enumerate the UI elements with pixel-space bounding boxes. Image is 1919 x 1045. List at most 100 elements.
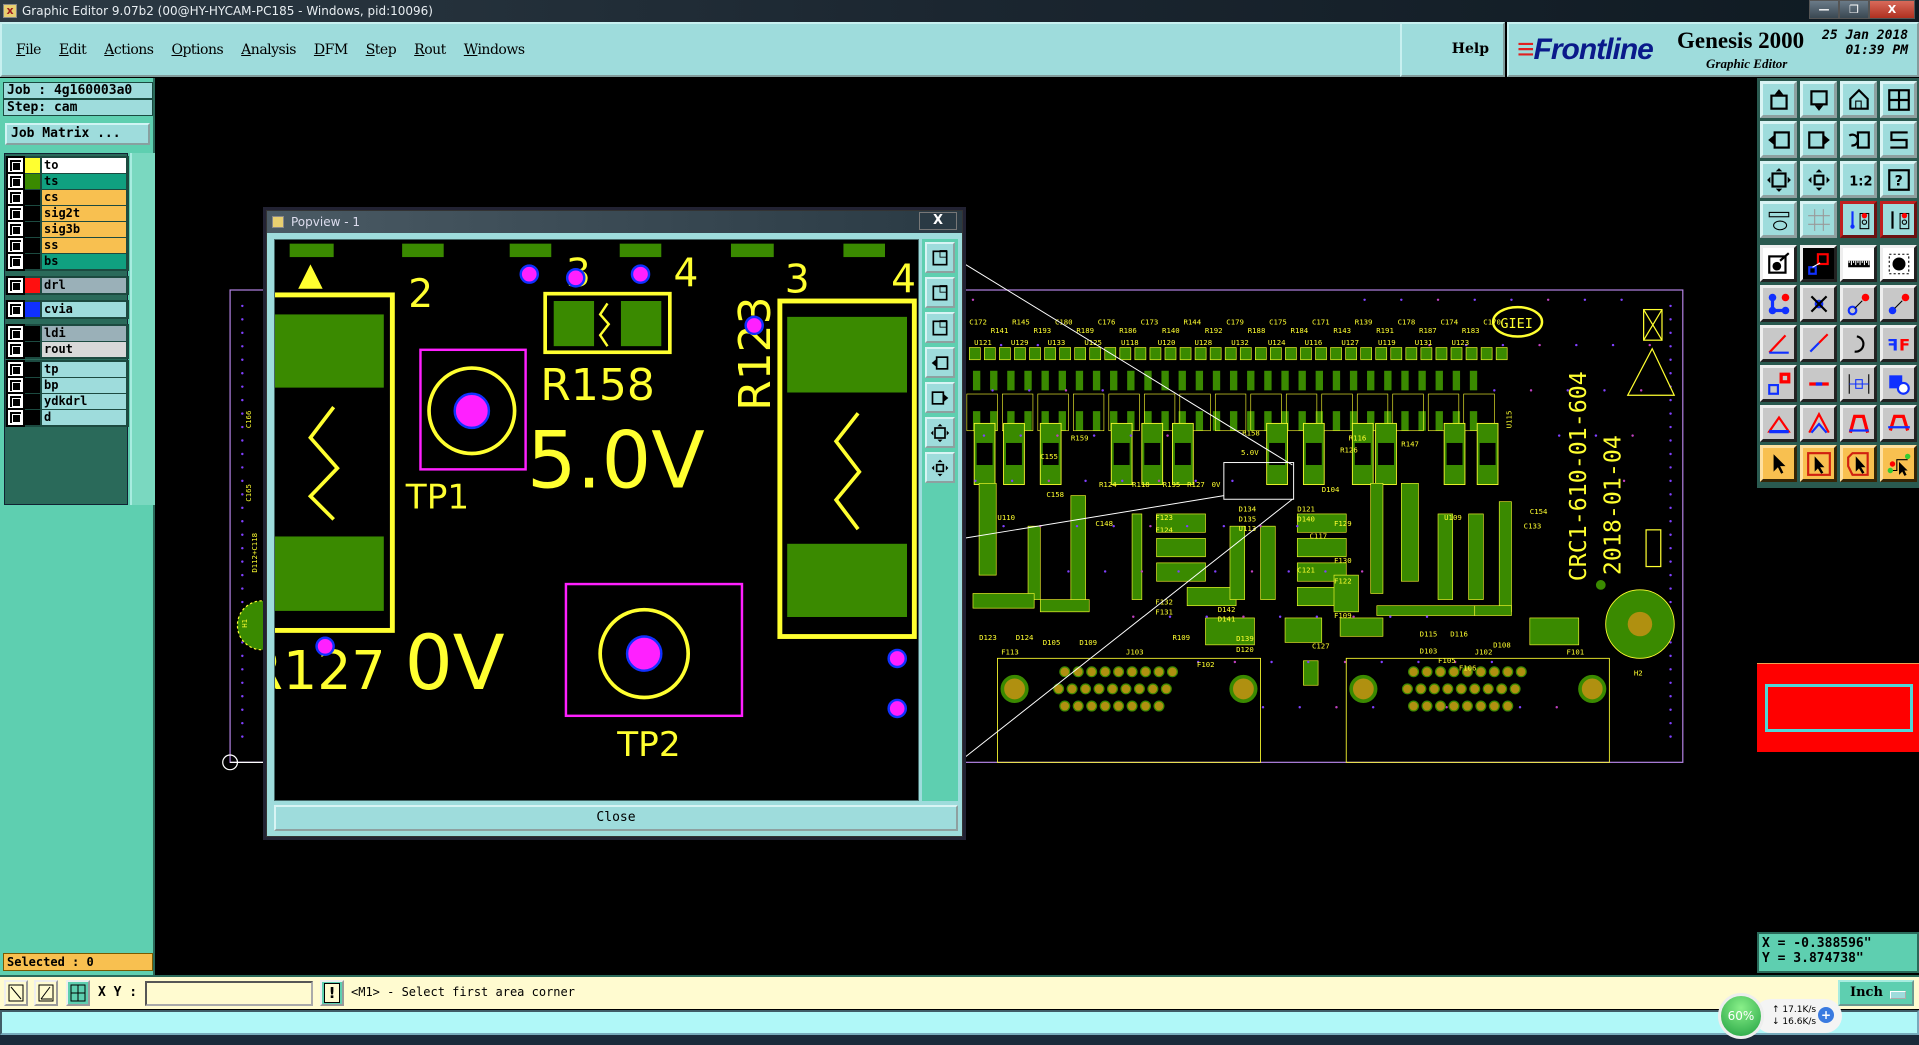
menu-windows[interactable]: Windows [463,41,525,58]
job-matrix-button[interactable]: Job Matrix ... [5,123,150,145]
popview-zoom-fit-button[interactable] [925,417,955,448]
zoom-1-2-button[interactable]: 1:2 [1840,161,1877,198]
open-step-button[interactable] [1760,81,1797,118]
pad-button[interactable] [1880,245,1917,282]
menu-actions[interactable]: Actions [104,41,154,58]
rotate-button[interactable] [1840,325,1877,362]
layer-row-ts[interactable]: ts [6,172,126,191]
layer-checkbox[interactable] [6,300,25,319]
layer-row-cvia[interactable]: cvia [6,300,126,319]
angle-icon[interactable] [34,980,58,1006]
grid-snap-icon[interactable] [66,980,90,1006]
netlist-alt-button[interactable] [1880,201,1917,238]
grid-button[interactable] [1800,201,1837,238]
network-monitor-widget[interactable]: ↑ 17.1K/s↓ 16.6K/s 60% + [1718,993,1843,1043]
menu-edit[interactable]: Edit [58,41,87,58]
layer-row-d[interactable]: d [6,408,126,427]
layer-row-cs[interactable]: cs [6,188,126,207]
layer-row-rout[interactable]: rout [6,340,126,359]
triangle-button[interactable] [1760,405,1797,442]
pointer-button[interactable] [1760,445,1797,482]
popview-canvas[interactable]: 2 3 4 3 4 R158 R123 5.0V TP1 TP2 R127 0V [274,239,919,801]
layer-row-ydkdrl[interactable]: ydkdrl [6,392,126,411]
segment-button[interactable] [1800,365,1837,402]
menu-options[interactable]: Options [171,41,224,58]
layer-row-sig2t[interactable]: sig2t [6,204,126,223]
layer-checkbox[interactable] [6,276,25,295]
layer-row-bs[interactable]: bs [6,252,126,271]
layer-list-scrollbar[interactable] [130,153,155,505]
undo-view-button[interactable] [1840,121,1877,158]
popview-close-button[interactable]: Close [274,805,958,831]
layer-row-ss[interactable]: ss [6,236,126,255]
popview-pan-left-button[interactable] [925,347,955,378]
layer-checkbox[interactable] [6,220,25,239]
layer-checkbox[interactable] [6,188,25,207]
xy-input[interactable] [145,981,313,1006]
popview-zoom-out-button[interactable] [925,312,955,343]
arc-cross-button[interactable] [1880,405,1917,442]
minimize-button[interactable]: — [1809,0,1839,19]
menu-help[interactable]: Help [1400,22,1505,77]
arc-button[interactable] [1840,405,1877,442]
layer-row-sig3b[interactable]: sig3b [6,220,126,239]
popview-pan-right-button[interactable] [925,382,955,413]
units-dropdown[interactable]: Inch [1838,980,1914,1006]
layer-checkbox[interactable] [6,392,25,411]
layer-checkbox[interactable] [6,324,25,343]
menu-file[interactable]: File [16,41,41,58]
connect-button[interactable] [1760,285,1797,322]
move-pad-button[interactable] [1760,365,1797,402]
popview-close-x[interactable]: X [919,212,957,230]
select-area-button[interactable] [1800,245,1837,282]
line-angle-button[interactable] [1760,325,1797,362]
layer-row-tp[interactable]: tp [6,360,126,379]
zoom-fit-button[interactable] [1760,161,1797,198]
layer-checkbox[interactable] [6,252,25,271]
overview-view-rect[interactable] [1765,684,1913,732]
menu-analysis[interactable]: Analysis [241,41,296,58]
zoom-center-button[interactable] [1800,161,1837,198]
maximize-button[interactable]: ❐ [1839,0,1869,19]
layer-checkbox[interactable] [6,360,25,379]
popview-zoom-in-button[interactable] [925,277,955,308]
layer-checkbox[interactable] [6,236,25,255]
select-rect-button[interactable] [1800,445,1837,482]
arc-up-button[interactable] [1800,405,1837,442]
layer-row-ldi[interactable]: ldi [6,324,126,343]
layer-row-to[interactable]: to [6,156,126,175]
tools-button[interactable] [1760,201,1797,238]
overview-panel[interactable] [1757,663,1919,752]
layer-checkbox[interactable] [6,340,25,359]
save-button[interactable] [1800,81,1837,118]
ruler-button[interactable] [1840,245,1877,282]
home-button[interactable] [1840,81,1877,118]
snap-button[interactable] [1880,121,1917,158]
layer-checkbox[interactable] [6,156,25,175]
line-split-button[interactable] [1800,325,1837,362]
move-button[interactable] [1840,285,1877,322]
close-button[interactable]: X [1869,0,1915,19]
alert-icon[interactable]: ! [320,980,344,1006]
add-feature-button[interactable] [1760,245,1797,282]
popview-title-bar[interactable]: Popview - 1 X [267,211,962,233]
layer-checkbox[interactable] [6,376,25,395]
measure-icon[interactable] [4,980,28,1006]
menu-dfm[interactable]: DFM [313,41,348,58]
delete-button[interactable] [1800,285,1837,322]
copy-button[interactable] [1880,285,1917,322]
menu-rout[interactable]: Rout [414,41,446,58]
dimension-button[interactable] [1840,365,1877,402]
layer-row-bp[interactable]: bp [6,376,126,395]
help-button[interactable]: ? [1880,161,1917,198]
menu-step[interactable]: Step [365,41,397,58]
layer-checkbox[interactable] [6,172,25,191]
netlist-button[interactable] [1840,201,1877,238]
popview-zoom-center-button[interactable] [925,452,955,483]
layout-xy-button[interactable] [1880,81,1917,118]
boost-icon[interactable]: + [1818,1007,1834,1023]
select-poly-button[interactable] [1840,445,1877,482]
pan-right-button[interactable] [1800,121,1837,158]
shape-button[interactable] [1880,365,1917,402]
